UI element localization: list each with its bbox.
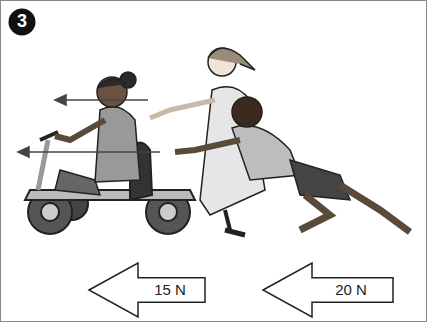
arrow-outline [262,262,394,318]
force-arrow-lines [18,95,160,157]
force-arrow: 20 N [262,262,394,318]
step-number: 3 [8,8,36,36]
force-arrow: 15 N [88,262,206,318]
callout-number: 3 [8,8,36,36]
arrow-outline [88,262,206,318]
force-label: 20 N [308,278,394,303]
pusher-boy [175,97,410,232]
force-label: 15 N [134,278,206,303]
driver-figure [55,72,140,195]
